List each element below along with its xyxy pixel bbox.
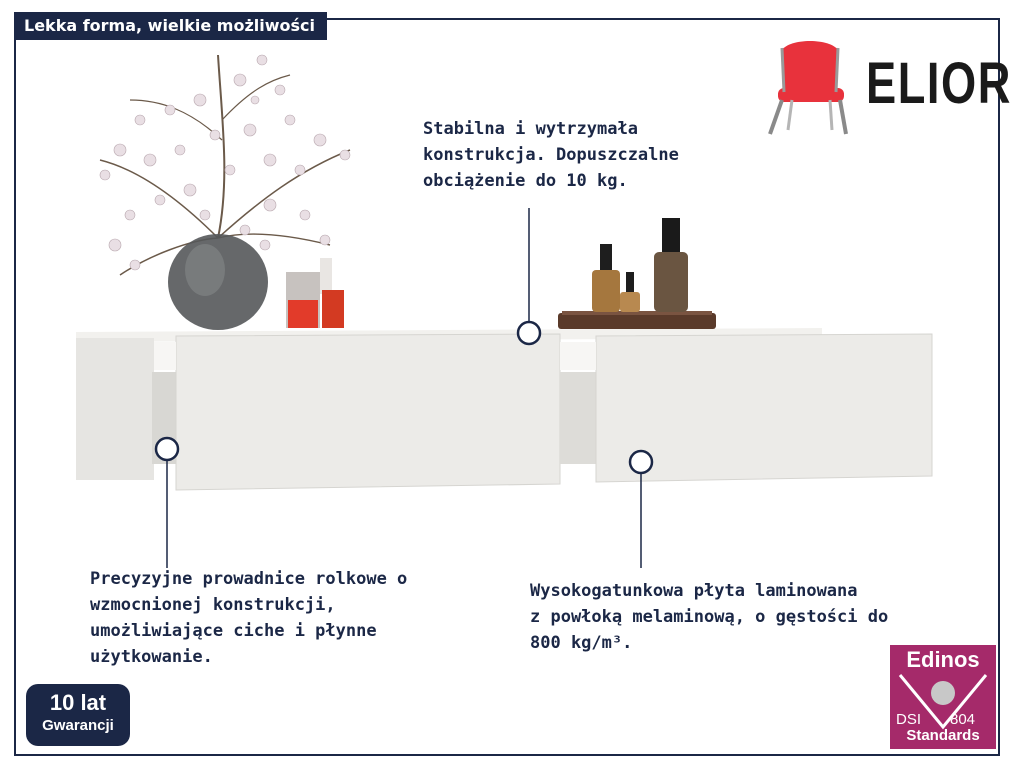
cert-emblem-icon — [898, 674, 988, 730]
warranty-badge: 10 lat Gwarancji — [26, 684, 130, 746]
cert-top-text: Edinos — [906, 647, 980, 672]
cert-number: 804 — [950, 711, 976, 728]
cert-bottom-text: Standards — [906, 727, 980, 744]
page-title: Lekka forma, wielkie możliwości — [14, 12, 328, 40]
callout-construction: Stabilna i wytrzymała konstrukcja. Dopus… — [423, 119, 679, 191]
callout-laminate: Wysokogatunkowa płyta laminowana z powło… — [530, 581, 889, 653]
chair-icon — [768, 41, 848, 135]
content-frame — [14, 18, 1000, 756]
tray-with-bottles — [558, 218, 716, 329]
vase-with-flowers — [99, 54, 351, 330]
callout-drawer-slides: Precyzyjne prowadnice rolkowe o wzmocnio… — [90, 569, 408, 667]
brand-name: ELIOR — [866, 51, 1013, 116]
warranty-years: 10 lat — [49, 690, 107, 715]
decor-cups — [286, 258, 344, 328]
cert-dsi-text: DSI — [896, 711, 922, 728]
marker-top — [516, 320, 542, 346]
floating-shelf — [76, 328, 933, 491]
certification-badge: Edinos DSI 804 Standards — [890, 645, 996, 749]
marker-right — [628, 449, 654, 475]
callout-pointers — [154, 208, 654, 568]
marker-left — [154, 436, 180, 462]
warranty-label: Gwarancji — [42, 717, 114, 734]
